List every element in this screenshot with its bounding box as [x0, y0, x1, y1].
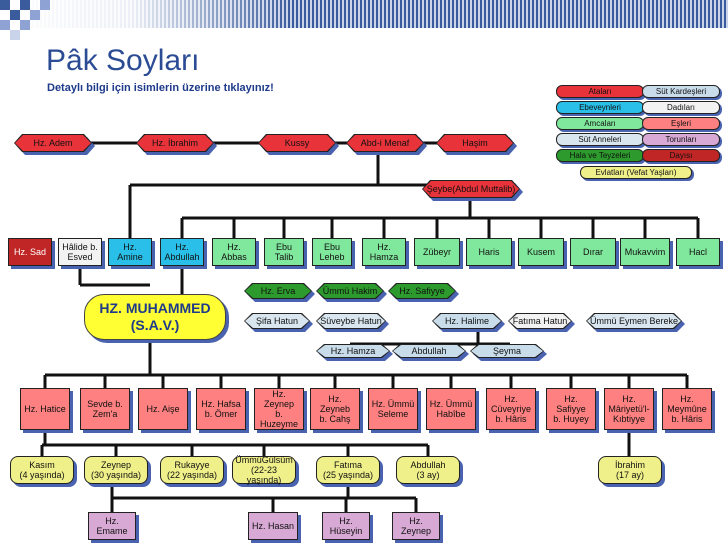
ancestor-kussy[interactable]: Kussy	[259, 135, 335, 151]
wife-hz-meym-ne-b-h-ris[interactable]: Hz. Meymûne b. Hâris	[662, 388, 712, 430]
milk-sibling-şeyma[interactable]: Şeyma	[471, 345, 543, 357]
legend-item-süt-kardeşleri: Süt Kardeşleri	[642, 85, 720, 98]
wife-hz-hafsa-b-ömer[interactable]: Hz. Hafsa b. Ömer	[196, 388, 246, 430]
legend-item-evlatları-vefat-yaşları: Evlatları (Vefat Yaşları)	[580, 166, 692, 179]
milk-mother-ümmü-eymen-bereke[interactable]: Ümmü Eymen Bereke	[587, 314, 681, 328]
milk-sibling-hz-hamza[interactable]: Hz. Hamza	[317, 345, 389, 357]
wife-sevde-b-zem-a[interactable]: Sevde b. Zem'a	[80, 388, 130, 430]
relative-kusem[interactable]: Kusem	[518, 238, 564, 266]
legend-item-ataları: Ataları	[556, 85, 644, 98]
header-stripe-fade	[0, 0, 728, 28]
wife-hz-cüveyriye-b-h-ris[interactable]: Hz. Cüveyriye b. Hâris	[486, 388, 536, 430]
ancestor-hz-adem[interactable]: Hz. Adem	[15, 135, 91, 151]
milk-mother-süveybe-hatun[interactable]: Süveybe Hatun	[317, 314, 385, 328]
wife-hz-safiyye-b-huyey[interactable]: Hz. Safiyye b. Huyey	[546, 388, 596, 430]
milk-mother-şifa-hatun[interactable]: Şifa Hatun	[245, 314, 309, 328]
grandfather-node[interactable]: Şeybe(Abdul Muttalib)	[423, 181, 519, 197]
legend-item-torunları: Torunları	[642, 133, 720, 146]
wife-hz-hatice[interactable]: Hz. Hatice	[20, 388, 70, 430]
wife-hz-ümmü-hab-be[interactable]: Hz. Ümmü Habîbe	[426, 388, 476, 430]
child-zeynep-30-yaşında[interactable]: Zeynep (30 yaşında)	[84, 456, 148, 484]
child-ümmügülsüm-22-23-yaşında[interactable]: ÜmmüGülsüm (22-23 yaşında)	[232, 455, 296, 485]
aunt-ümmü-hakim[interactable]: Ümmü Hakim	[317, 284, 383, 298]
legend-item-dadıları: Dadıları	[642, 101, 720, 114]
child-rukayye-22-yaşında[interactable]: Rukayye (22 yaşında)	[160, 456, 224, 484]
legend-item-eşleri: Eşleri	[642, 117, 720, 130]
relative-hz-abbas[interactable]: Hz. Abbas	[212, 238, 256, 266]
relative-haris[interactable]: Haris	[466, 238, 512, 266]
relative-mukavvim[interactable]: Mukavvim	[620, 238, 670, 266]
legend-item-ebeveynleri: Ebeveynleri	[556, 101, 644, 114]
header-checker-pattern	[0, 0, 50, 40]
relative-hacl[interactable]: Hacl	[676, 238, 720, 266]
page-subtitle: Detaylı bilgi için isimlerin üzerine tık…	[47, 82, 274, 94]
wife-hz-m-riyetü-l-kıbtiyye[interactable]: Hz. Mâriyetü'l- Kıbtiyye	[604, 388, 654, 430]
muhammad-name: HZ. MUHAMMED	[99, 300, 211, 316]
relative-hz-sad[interactable]: Hz. Sad	[8, 238, 52, 266]
relative-ebu-leheb[interactable]: Ebu Leheb	[312, 238, 352, 266]
ancestor-abd-i-menaf[interactable]: Abd-i Menaf	[347, 135, 423, 151]
relative-hz-amine[interactable]: Hz. Amine	[108, 238, 152, 266]
wife-hz-ümmü-seleme[interactable]: Hz. Ümmü Seleme	[368, 388, 418, 430]
legend-item-süt-anneleri: Süt Anneleri	[556, 133, 644, 146]
milk-sibling-abdullah[interactable]: Abdullah	[393, 345, 465, 357]
legend-item-amcaları: Amcaları	[556, 117, 644, 130]
grandchild-hz-emame[interactable]: Hz. Emame	[88, 512, 136, 540]
child-kasım-4-yaşında[interactable]: Kasım (4 yaşında)	[10, 456, 74, 484]
grandchild-hz-hüseyin[interactable]: Hz. Hüseyin	[322, 512, 370, 540]
child-fatıma-25-yaşında[interactable]: Fatıma (25 yaşında)	[316, 456, 380, 484]
wife-hz-zeyneb-b-cahş[interactable]: Hz. Zeyneb b. Cahş	[310, 388, 360, 430]
child-abdullah-3-ay[interactable]: Abdullah (3 ay)	[396, 456, 460, 484]
relative-h-lide-b-esved[interactable]: Hâlide b. Esved	[58, 238, 102, 266]
aunt-hz-safiyye[interactable]: Hz. Safiyye	[389, 284, 455, 298]
grandchild-hz-zeynep[interactable]: Hz. Zeynep	[392, 512, 440, 540]
child-i-brahim-17-ay[interactable]: İbrahim (17 ay)	[598, 456, 662, 484]
aunt-hz-erva[interactable]: Hz. Erva	[245, 284, 311, 298]
relative-hz-abdullah[interactable]: Hz. Abdullah	[160, 238, 204, 266]
wife-hz-aişe[interactable]: Hz. Aişe	[138, 388, 188, 430]
relative-hz-hamza[interactable]: Hz. Hamza	[362, 238, 406, 266]
legend-item-hala-ve-teyzeleri: Hala ve Teyzeleri	[556, 149, 644, 162]
milk-mother-hz-halime[interactable]: Hz. Halime	[433, 314, 501, 328]
milk-mother-fatıma-hatun[interactable]: Fatıma Hatun	[509, 314, 571, 328]
relative-ebu-talib[interactable]: Ebu Talib	[264, 238, 304, 266]
wife-hz-zeynep-b-huzeyme[interactable]: Hz. Zeynep b. Huzeyme	[254, 388, 304, 430]
relative-zübeyr[interactable]: Zübeyr	[414, 238, 460, 266]
ancestor-haşim[interactable]: Haşim	[437, 135, 513, 151]
grandchild-hz-hasan[interactable]: Hz. Hasan	[248, 512, 298, 540]
muhammad-node[interactable]: HZ. MUHAMMED (S.A.V.)	[84, 294, 226, 340]
page-title: Pâk Soyları	[46, 44, 200, 77]
legend-item-dayısı: Dayısı	[642, 149, 720, 162]
ancestor-hz-i-brahim[interactable]: Hz. İbrahim	[137, 135, 213, 151]
relative-dırar[interactable]: Dırar	[570, 238, 616, 266]
muhammad-honorific: (S.A.V.)	[130, 317, 180, 333]
